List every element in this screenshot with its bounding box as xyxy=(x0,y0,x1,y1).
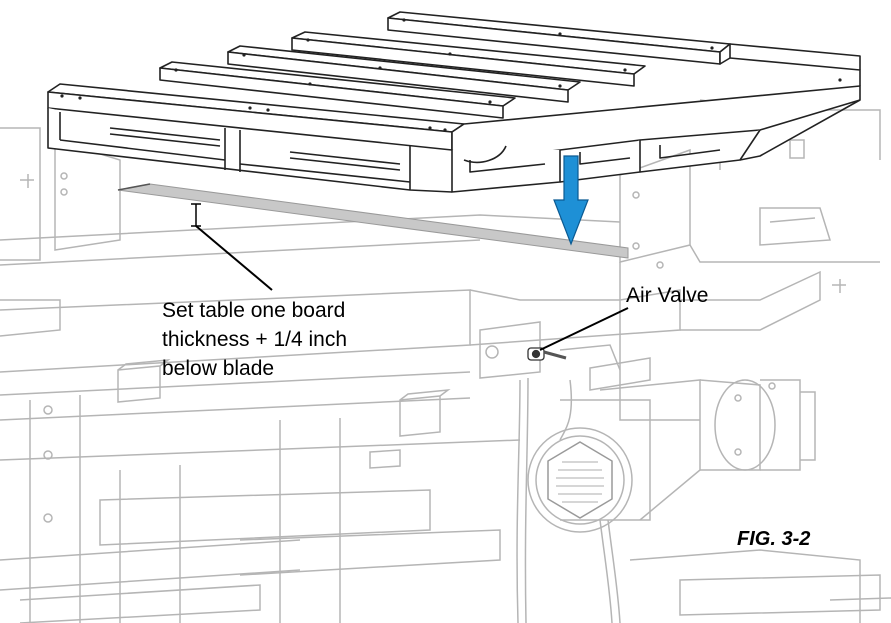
table-setting-line-1: Set table one board xyxy=(162,299,346,322)
down-arrow-icon xyxy=(553,155,589,246)
thickness-marker xyxy=(191,203,201,227)
table-setting-callout: Set table one board thickness + 1/4 inch… xyxy=(162,296,422,383)
machine-frame xyxy=(0,99,891,623)
table-setting-line-3: below blade xyxy=(162,357,275,380)
table-setting-line-2: thickness + 1/4 inch xyxy=(162,328,348,351)
pallet xyxy=(47,11,861,193)
air-valve xyxy=(527,347,567,361)
leader-lines xyxy=(195,225,629,351)
saw-blade xyxy=(117,183,629,259)
air-valve-label: Air Valve xyxy=(626,284,709,307)
figure-label: FIG. 3-2 xyxy=(737,528,811,550)
